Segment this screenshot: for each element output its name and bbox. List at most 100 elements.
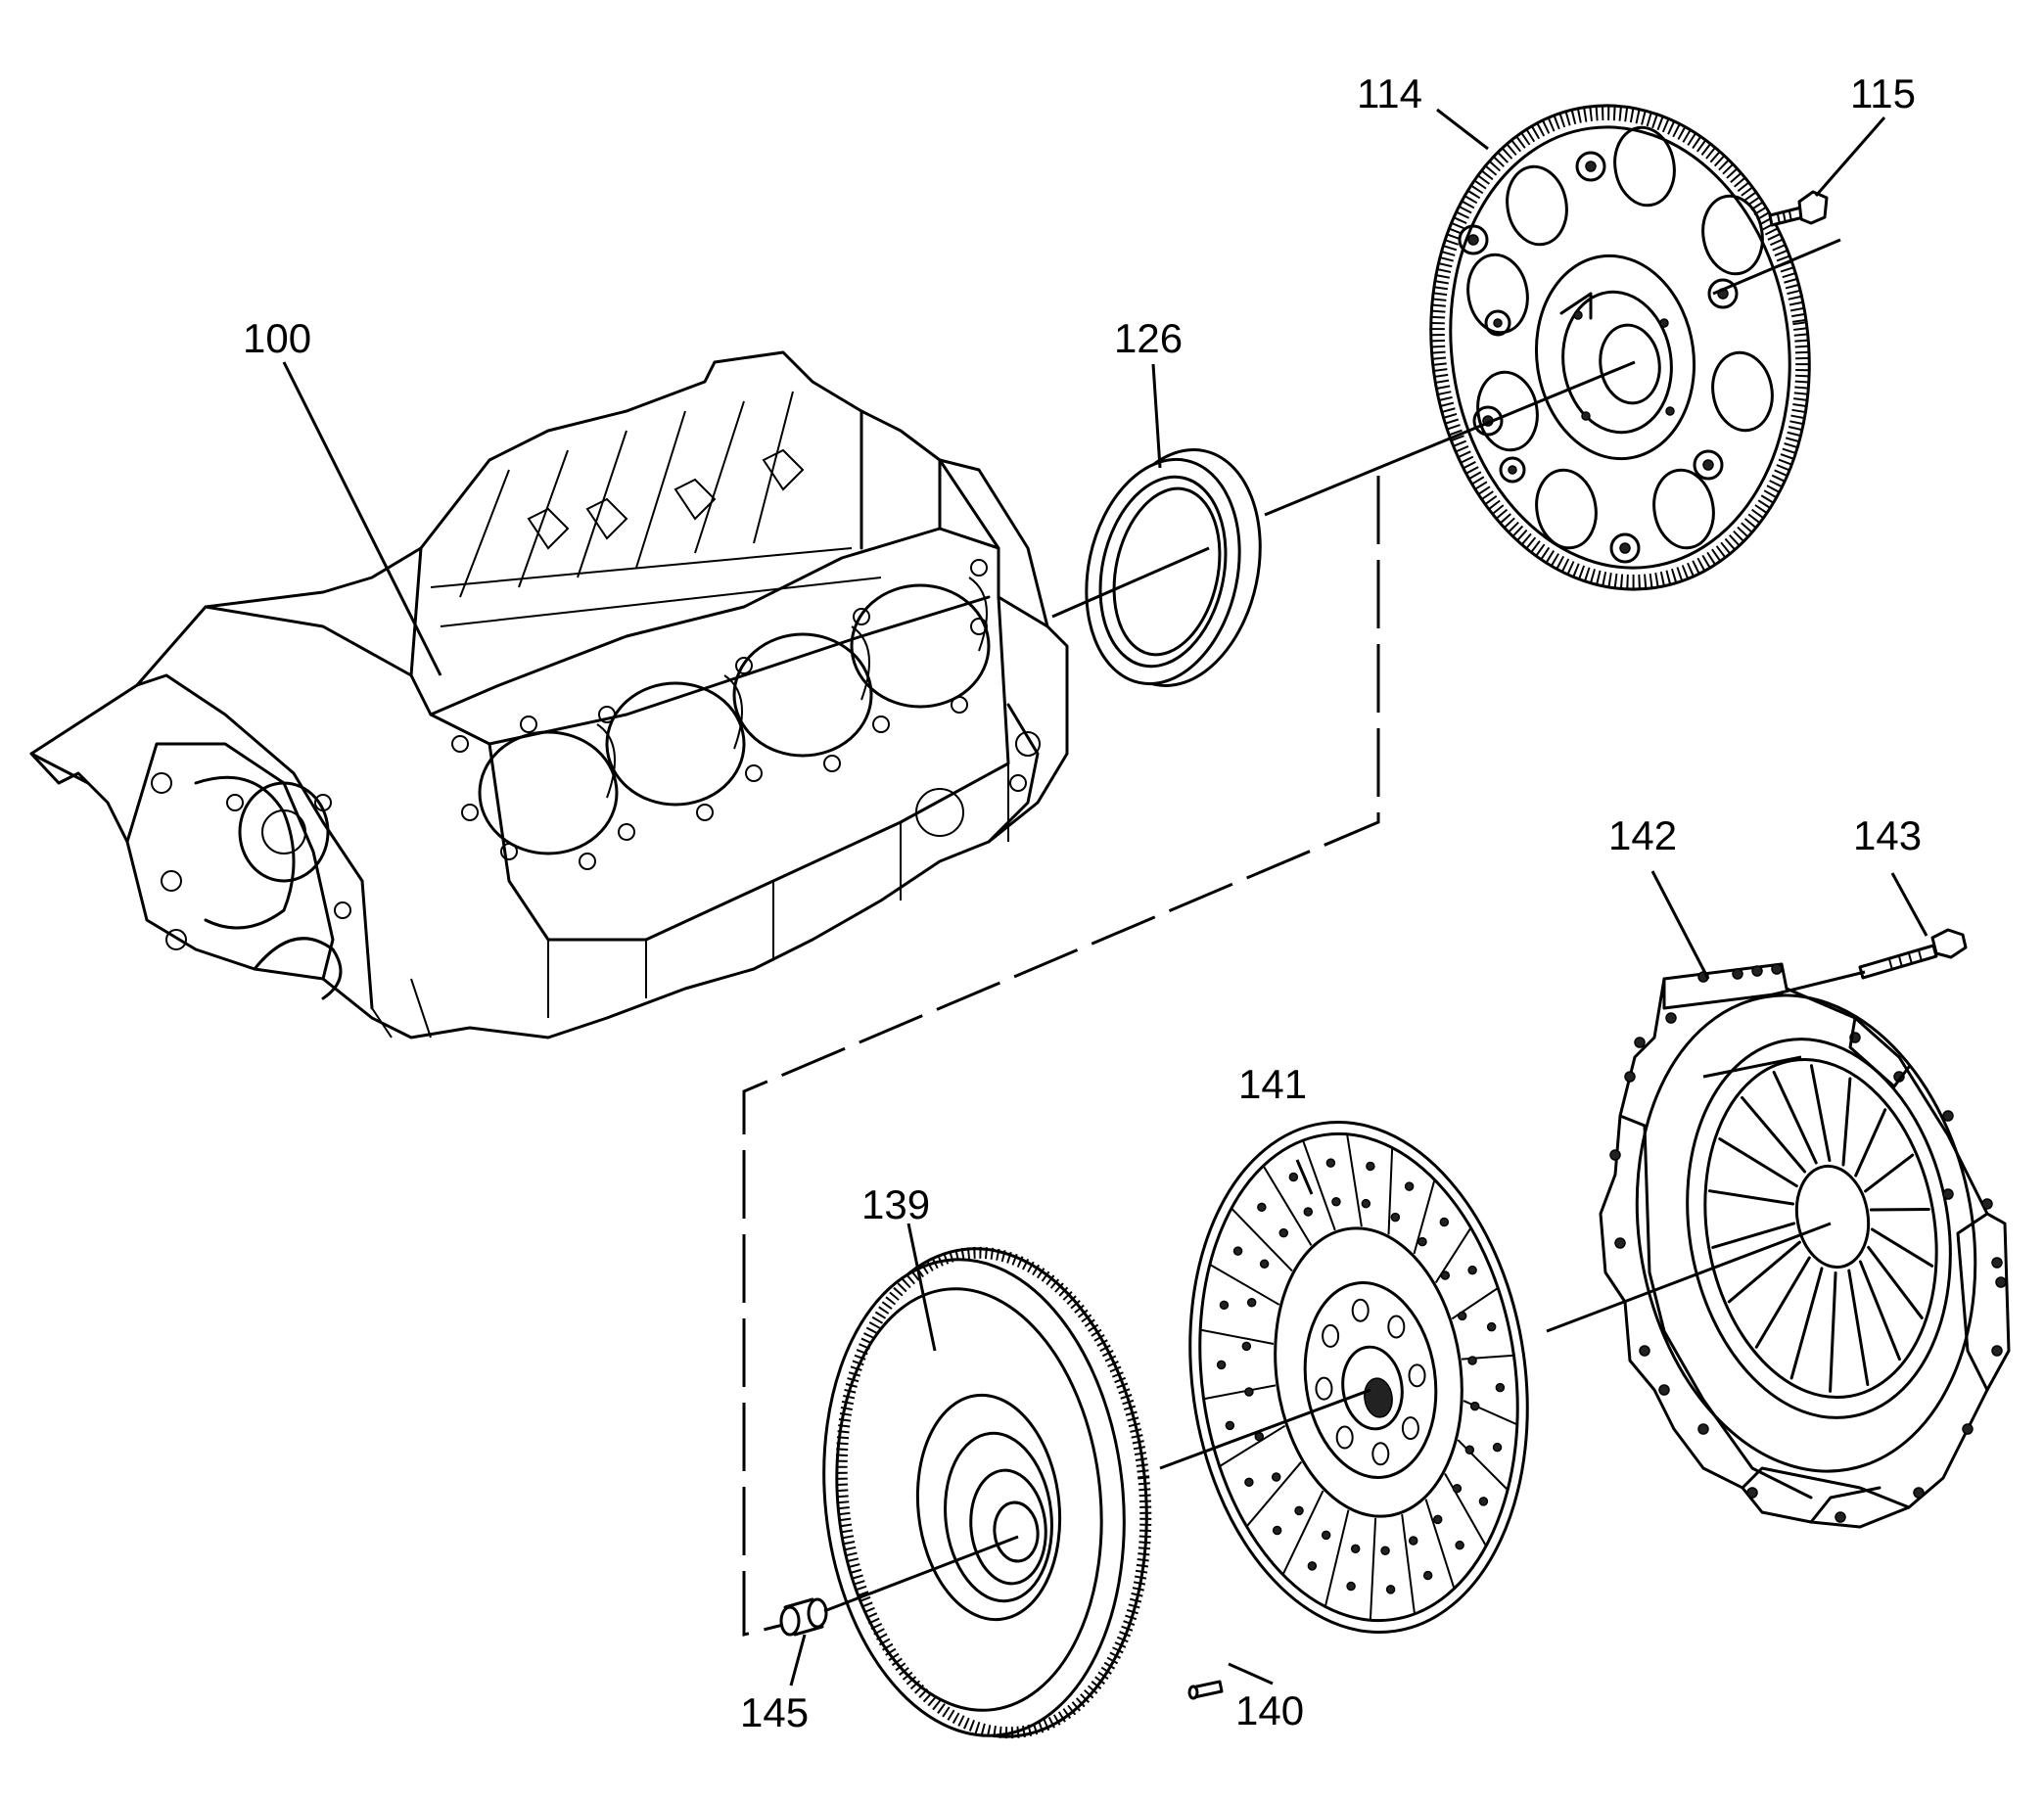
disc-rivet [1294,1505,1304,1516]
diaphragm-finger [1858,1260,1901,1362]
disc-segment-line [1424,1499,1456,1590]
hub-hole [1335,1425,1354,1450]
disc-rivet [1303,1207,1314,1217]
hub-hole [1351,1298,1370,1322]
disc-rivet [1417,1236,1427,1247]
disc-rivet [1331,1197,1341,1207]
rear-main-seal [1085,448,1262,687]
disc-rivet [1492,1442,1503,1453]
disc-rivet [1216,1360,1227,1370]
disc-rivet [1225,1420,1235,1431]
disc-segment-line [1413,1179,1436,1255]
disc-rivet [1486,1321,1497,1332]
disc-rivet [1457,1311,1467,1321]
disc-rivet [1325,1158,1336,1168]
clutch-hub-holes [1315,1298,1426,1466]
diaphragm-finger [1869,1208,1930,1212]
disc-segment-line [1324,1509,1350,1607]
disc-rivet [1259,1259,1270,1270]
disc-rivet [1467,1356,1477,1365]
disc-rivet [1278,1227,1289,1238]
disc-rivet [1385,1585,1396,1594]
diaphragm-finger [1741,1095,1807,1174]
callout-140: 140 [1235,1687,1304,1733]
disc-rivet [1452,1483,1463,1494]
disc-segment-line [1281,1490,1324,1576]
disc-rivet [1288,1172,1299,1182]
callout-114: 114 [1357,70,1422,116]
dowel-pin [1187,1680,1224,1700]
disc-segment-line [1231,1207,1293,1272]
disc-segment-line [1209,1264,1280,1306]
diaphragm-finger [1841,1077,1852,1167]
disc-rivet [1350,1544,1361,1554]
diaphragm-finger [1854,1108,1887,1178]
diaphragm-finger [1772,1070,1818,1165]
disc-rivet [1361,1198,1371,1209]
disc-rivet [1439,1217,1450,1227]
disc-segment-line [1302,1139,1336,1231]
diaphragm-finger [1847,1269,1870,1387]
clutch-disc-rivets [1216,1158,1506,1594]
disc-segment-line [1245,1460,1303,1528]
callout-143: 143 [1853,812,1922,858]
diaphragm-finger [1809,1064,1832,1163]
callout-115: 115 [1850,70,1916,116]
diaphragm-finger [1727,1240,1801,1304]
diaphragm-finger [1870,1227,1934,1268]
disc-segment-line [1346,1133,1363,1227]
disc-rivet [1346,1581,1356,1592]
callout-126: 126 [1114,315,1183,361]
hub-hole [1315,1376,1333,1401]
disc-segment-line [1262,1165,1313,1246]
disc-rivet [1232,1246,1243,1256]
diaphragm-finger [1711,1222,1796,1249]
callout-141: 141 [1238,1061,1307,1107]
clutch-disc-segments [1199,1133,1518,1621]
pilot-bushing [779,1597,828,1637]
flexplate-bolt [1768,190,1829,227]
disc-rivet [1246,1298,1257,1308]
disc-segment-line [1219,1424,1286,1467]
disc-rivet [1271,1472,1281,1482]
pressure-plate-holes [1609,963,2007,1523]
disc-segment-line [1444,1473,1487,1547]
disc-segment-line [1203,1384,1277,1401]
disc-rivet [1469,1401,1480,1411]
disc-rivet [1464,1445,1475,1455]
diaphragm-finger [1789,1267,1824,1380]
diaphragm-finger [1707,1189,1795,1206]
diaphragm-finger [1718,1137,1798,1188]
disc-rivet [1380,1546,1390,1555]
callout-100: 100 [243,315,311,361]
pressure-plate [1599,962,2011,1529]
diaphragm-finger [1867,1245,1924,1319]
pressure-plate-bolt [1858,928,1968,980]
callout-139: 139 [861,1181,930,1227]
disc-rivet [1321,1530,1331,1541]
disc-rivet [1408,1536,1418,1546]
disc-rivet [1307,1561,1318,1571]
hub-hole [1371,1442,1390,1466]
disc-rivet [1219,1300,1230,1311]
flexplate-holes [1466,125,1774,550]
flexplate [1429,104,1811,591]
disc-rivet [1257,1202,1267,1213]
hub-hole [1322,1323,1340,1348]
deck-bolt-holes [451,559,988,870]
disc-rivet [1432,1514,1443,1525]
disc-segment-line [1199,1328,1275,1345]
disc-rivet [1495,1382,1506,1393]
disc-rivet [1440,1270,1451,1280]
hub-hole [1408,1363,1426,1388]
disc-segment-line [1387,1147,1394,1235]
flywheel [822,1246,1152,1739]
diaphragm-finger [1829,1270,1837,1393]
disc-rivet [1455,1540,1464,1550]
clutch-disc [1188,1120,1529,1635]
disc-segment-line [1401,1514,1416,1615]
disc-segment-line [1369,1517,1377,1621]
hub-hole [1401,1416,1419,1441]
diaphragm-finger [1864,1153,1915,1193]
callout-142: 142 [1608,812,1677,858]
